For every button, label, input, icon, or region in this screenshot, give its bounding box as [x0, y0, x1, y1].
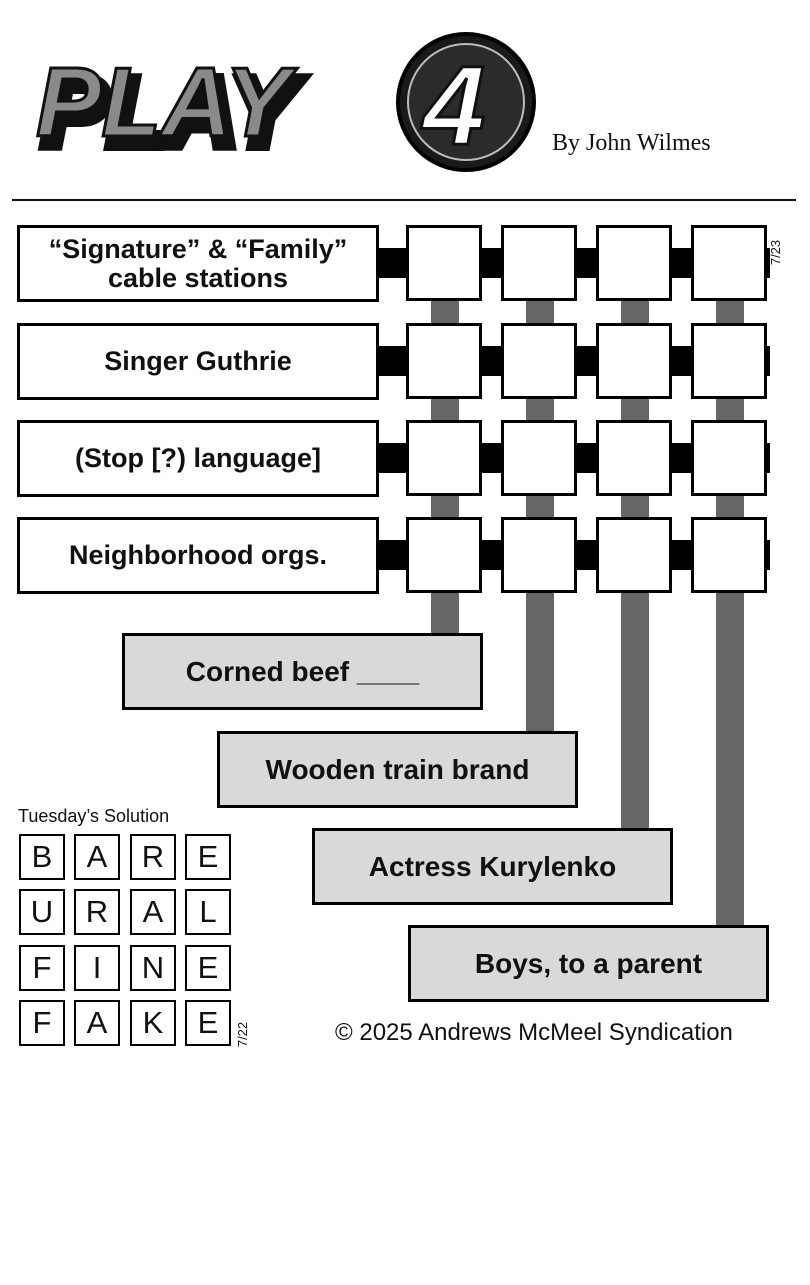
across-clue-1-line2: cable stations [107, 262, 289, 293]
answer-box-r2c3[interactable] [596, 323, 672, 399]
solution-cell: I [74, 945, 120, 991]
solution-cell: R [130, 834, 176, 880]
down-clue-1: Corned beef ____ [122, 633, 483, 710]
solution-cell: F [19, 1000, 65, 1046]
answer-box-r2c4[interactable] [691, 323, 767, 399]
across-clue-4-text: Neighborhood orgs. [69, 540, 327, 570]
answer-box-r1c2[interactable] [501, 225, 577, 301]
answer-box-r4c3[interactable] [596, 517, 672, 593]
answer-box-r1c3[interactable] [596, 225, 672, 301]
answer-box-r1c4[interactable] [691, 225, 767, 301]
answer-box-r3c1[interactable] [406, 420, 482, 496]
solution-cell: A [74, 1000, 120, 1046]
logo-text-shadow: PLAY [42, 57, 304, 167]
solution-cell: E [185, 834, 231, 880]
down-clue-3: Actress Kurylenko [312, 828, 673, 905]
across-clue-1: “Signature” & “Family” cable stations [17, 225, 379, 302]
down-clue-2: Wooden train brand [217, 731, 578, 808]
play4-logo: PLAY PLAY 4 [28, 24, 548, 184]
solution-date: 7/22 [235, 1021, 251, 1048]
solution-cell: N [130, 945, 176, 991]
header-divider [12, 199, 796, 201]
answer-box-r4c4[interactable] [691, 517, 767, 593]
across-clue-3: (Stop [?) language] [17, 420, 379, 497]
across-clue-1-line1: “Signature” & “Family” [48, 233, 348, 264]
solution-cell: K [130, 1000, 176, 1046]
across-clue-2: Singer Guthrie [17, 323, 379, 400]
copyright: © 2025 Andrews McMeel Syndication [335, 1019, 733, 1046]
puzzle-date: 7/23 [768, 239, 784, 266]
play4-logo-graphic: PLAY PLAY 4 [35, 32, 536, 172]
answer-box-r4c1[interactable] [406, 517, 482, 593]
solution-cell: A [74, 834, 120, 880]
logo-digit: 4 [421, 43, 485, 168]
answer-box-r2c2[interactable] [501, 323, 577, 399]
solution-title: Tuesday’s Solution [18, 806, 170, 826]
solution-cell: B [19, 834, 65, 880]
answer-box-r4c2[interactable] [501, 517, 577, 593]
solution-cell: E [185, 945, 231, 991]
answer-box-r3c2[interactable] [501, 420, 577, 496]
across-clue-3-text: (Stop [?) language] [75, 443, 321, 473]
across-clue-2-text: Singer Guthrie [104, 346, 292, 376]
across-clue-4: Neighborhood orgs. [17, 517, 379, 594]
answer-box-r3c4[interactable] [691, 420, 767, 496]
answer-box-r2c1[interactable] [406, 323, 482, 399]
solution-cell: E [185, 1000, 231, 1046]
logo-text: PLAY [36, 47, 298, 157]
down-clue-4: Boys, to a parent [408, 925, 769, 1002]
solution-cell: L [185, 889, 231, 935]
solution-cell: F [19, 945, 65, 991]
solution-cell: A [130, 889, 176, 935]
solution-cell: U [19, 889, 65, 935]
answer-box-r1c1[interactable] [406, 225, 482, 301]
byline: By John Wilmes [552, 130, 711, 156]
solution-cell: R [74, 889, 120, 935]
answer-box-r3c3[interactable] [596, 420, 672, 496]
